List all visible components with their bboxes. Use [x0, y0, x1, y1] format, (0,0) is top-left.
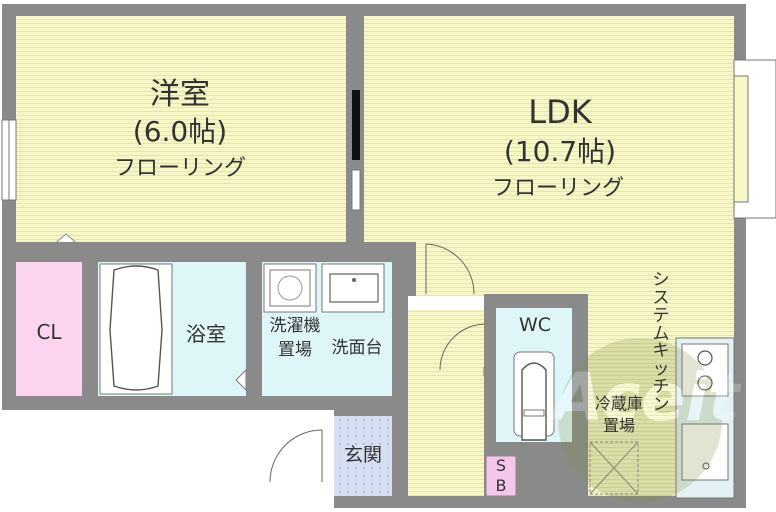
- hallway-floor: [408, 296, 484, 496]
- shoe-box-label-b: B: [495, 476, 507, 495]
- fridge-space-label-1: 冷蔵庫: [594, 394, 643, 413]
- washbasin-label: 洗面台: [331, 338, 383, 358]
- closet-label: CL: [36, 320, 62, 344]
- closet-area: [16, 262, 82, 396]
- washer-space: [263, 263, 317, 313]
- western-room-name: 洋室: [150, 77, 210, 112]
- toilet-label: WC: [518, 314, 552, 336]
- kitchen-label: システムキッチン: [652, 270, 670, 415]
- ldk-size: (10.7帖): [503, 135, 617, 168]
- washer-space-label-2: 置場: [278, 340, 312, 360]
- ldk-floor-type: フローリング: [491, 176, 624, 201]
- ldk-name: LDK: [528, 93, 592, 131]
- shoe-box: [485, 455, 517, 497]
- washer-space-label-1: 洗濯機: [269, 316, 321, 336]
- shoe-box-label-s: S: [495, 456, 507, 475]
- watermark: Aceit: [547, 338, 742, 502]
- entrance-label: 玄関: [334, 446, 392, 465]
- bathroom-label: 浴室: [186, 322, 226, 346]
- western-room-floor-type: フローリング: [113, 156, 246, 181]
- watermark-text: Aceit: [547, 359, 742, 436]
- washbasin: [321, 263, 385, 313]
- western-room-floor: [16, 16, 346, 242]
- western-room-size: (6.0帖): [132, 115, 228, 148]
- fridge-space-label-2: 置場: [602, 416, 635, 435]
- ldk-floor: [364, 16, 734, 242]
